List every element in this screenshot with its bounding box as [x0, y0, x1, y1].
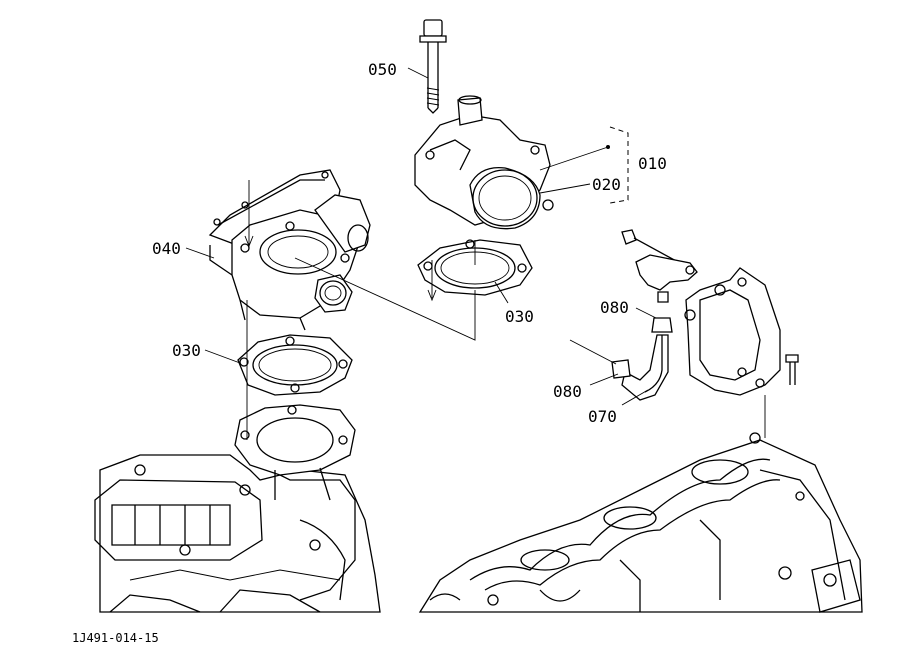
thermostat-housing-040 [208, 169, 371, 331]
pipe-bracket [621, 229, 698, 303]
gasket-030-left [237, 334, 353, 396]
callout-020: 020 [592, 175, 621, 194]
bracket [684, 267, 799, 396]
callout-080-top: 080 [600, 298, 629, 317]
callouts: 050 010 020 040 030 030 080 080 070 1J49… [72, 60, 667, 645]
hose-070 [611, 317, 673, 401]
callout-030-right: 030 [505, 307, 534, 326]
figure-reference: 1J491-014-15 [72, 631, 159, 645]
callout-010: 010 [638, 154, 667, 173]
bolt-050 [419, 19, 447, 114]
leader-lines [185, 67, 657, 406]
callout-040: 040 [152, 239, 181, 258]
bracket-010 [609, 126, 629, 204]
water-flange-010 [414, 95, 554, 230]
callout-050: 050 [368, 60, 397, 79]
callout-030-left: 030 [172, 341, 201, 360]
callout-070: 070 [588, 407, 617, 426]
callout-080-bottom: 080 [553, 382, 582, 401]
engine-block [94, 432, 863, 613]
block-flange [234, 404, 356, 501]
assembly-lines [244, 180, 766, 440]
